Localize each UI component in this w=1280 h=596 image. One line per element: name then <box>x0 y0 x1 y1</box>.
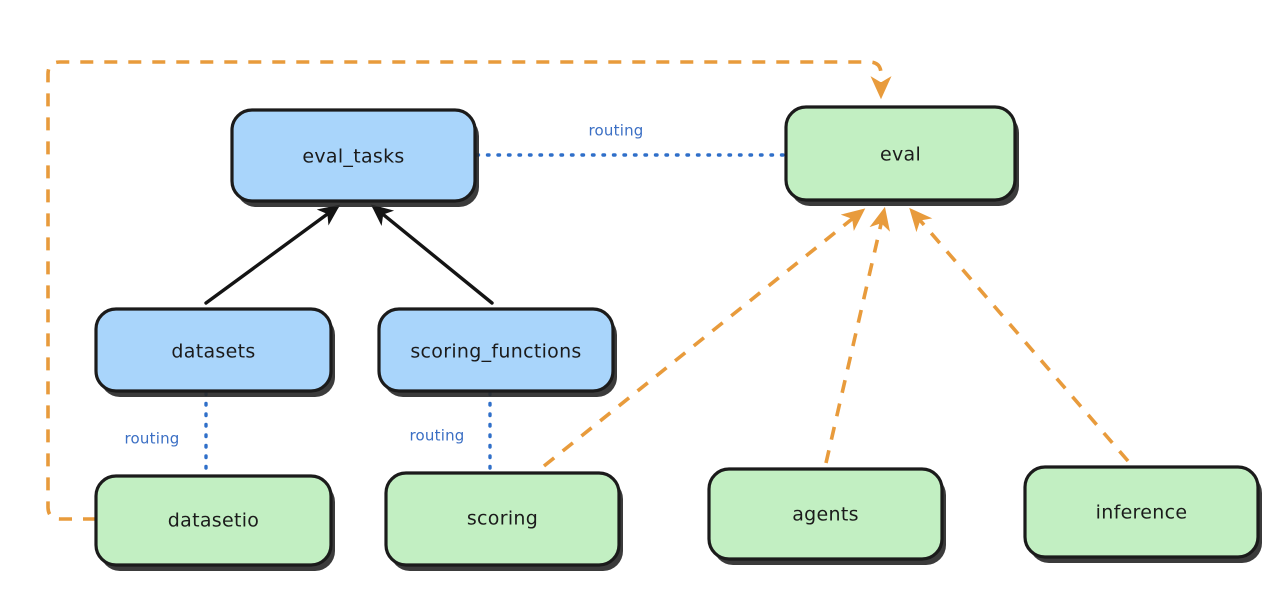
node-scoring[interactable]: scoring <box>384 471 621 567</box>
edge-inference-eval <box>909 207 1130 463</box>
node-label-eval: eval <box>880 144 921 166</box>
edge-labels: routing routing routing <box>125 122 644 448</box>
node-label-scoring: scoring <box>467 508 538 530</box>
edge-scoring_functions-eval_tasks <box>370 204 494 305</box>
node-eval_tasks[interactable]: eval_tasks <box>230 108 477 203</box>
node-label-scoring_functions: scoring_functions <box>410 341 581 363</box>
edge-scoring-eval <box>542 208 866 468</box>
node-label-datasetio: datasetio <box>168 510 259 532</box>
dependency-edges <box>46 60 1130 521</box>
node-label-inference: inference <box>1096 502 1188 524</box>
edge-label-routing-eval_tasks-eval: routing <box>589 122 644 140</box>
edge-label-routing-datasets-datasetio: routing <box>125 430 180 448</box>
inherit-edges <box>204 204 494 305</box>
edge-datasetio-eval <box>46 60 892 521</box>
routing-edges <box>204 153 786 476</box>
edge-datasets-eval_tasks <box>204 204 341 305</box>
node-scoring_functions[interactable]: scoring_functions <box>377 307 615 393</box>
node-eval[interactable]: eval <box>784 105 1017 202</box>
node-inference[interactable]: inference <box>1023 465 1260 559</box>
node-label-agents: agents <box>792 504 859 526</box>
node-datasets[interactable]: datasets <box>94 307 333 393</box>
node-datasetio[interactable]: datasetio <box>94 474 333 567</box>
edge-label-routing-scoring_functions-scoring: routing <box>410 427 465 445</box>
node-label-datasets: datasets <box>171 341 255 363</box>
node-agents[interactable]: agents <box>707 467 944 561</box>
node-label-eval_tasks: eval_tasks <box>302 146 404 168</box>
edge-agents-eval <box>824 206 890 464</box>
